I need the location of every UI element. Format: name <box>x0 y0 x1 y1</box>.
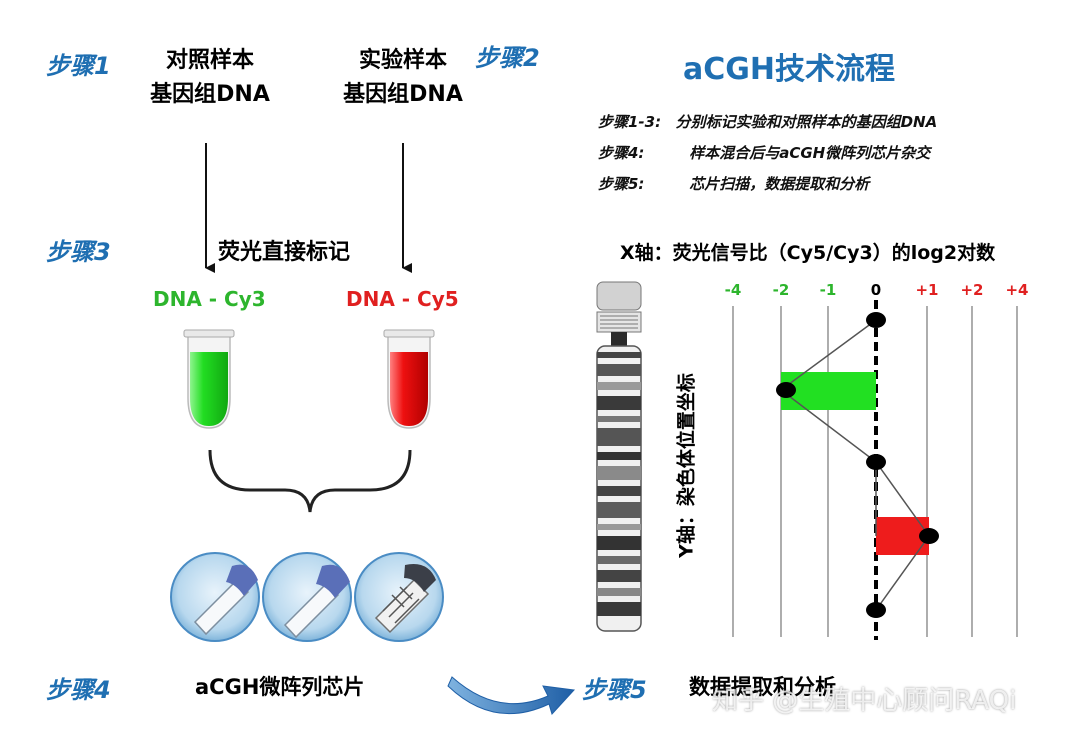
step2-label: 步骤2 <box>475 44 540 72</box>
step-desc-item: 步骤4: 样本混合后与aCGH微阵列芯片杂交 <box>598 142 937 173</box>
extract-label: 数据提取和分析 <box>689 675 836 699</box>
data-point <box>866 602 886 618</box>
merge-brace <box>208 449 412 513</box>
step5-label: 步骤5 <box>582 676 647 704</box>
chip-photo-3 <box>354 552 444 642</box>
x-axis-title: X轴：荧光信号比（Cy5/Cy3）的log2对数 <box>620 242 996 264</box>
step3-label: 步骤3 <box>46 238 111 266</box>
control-sample-line2: 基因组DNA <box>150 82 270 107</box>
tick-label: +4 <box>1005 281 1029 299</box>
tick-label: -1 <box>819 281 837 299</box>
watermark: 知乎 @生殖中心顾问RAQi <box>712 686 1017 716</box>
exp-sample-line1: 实验样本 <box>358 48 447 73</box>
tick-label: 0 <box>870 281 882 299</box>
tick-label: +1 <box>915 281 939 299</box>
step-desc-item: 步骤1-3: 分别标记实验和对照样本的基因组DNA <box>598 111 937 142</box>
flow-arrow <box>447 676 576 715</box>
fluorescent-label: 荧光直接标记 <box>218 240 351 265</box>
cy3-test-tube <box>183 329 235 429</box>
tick-label: -2 <box>772 281 790 299</box>
data-point <box>866 312 886 328</box>
data-point <box>776 382 796 398</box>
tick-label: +2 <box>960 281 984 299</box>
chip-photo-1 <box>170 552 260 642</box>
grid-lines <box>732 306 1018 637</box>
step-desc-text: 分别标记实验和对照样本的基因组DNA <box>675 113 938 131</box>
page-title: aCGH技术流程 <box>683 52 895 87</box>
data-point <box>866 454 886 470</box>
step4-label: 步骤4 <box>46 676 111 704</box>
step-desc-key: 步骤1-3: <box>598 113 662 131</box>
y-axis-title: Y轴：染色体位置坐标 <box>675 373 698 558</box>
tick-label: -4 <box>724 281 742 299</box>
chip-photo-2 <box>262 552 352 642</box>
step-desc-item: 步骤5: 芯片扫描，数据提取和分析 <box>598 173 937 204</box>
chromosome-ideogram <box>596 281 642 632</box>
step-desc-key: 步骤4: <box>598 144 645 162</box>
control-sample-line1: 对照样本 <box>165 48 254 73</box>
data-point <box>919 528 939 544</box>
cy5-test-tube <box>383 329 435 429</box>
exp-sample-label: 实验样本 基因组DNA <box>323 42 483 108</box>
step-desc-key: 步骤5: <box>598 175 645 193</box>
exp-sample-line2: 基因组DNA <box>343 82 463 107</box>
dna-cy5-label: DNA - Cy5 <box>346 287 459 311</box>
step-desc-text: 芯片扫描，数据提取和分析 <box>689 175 870 193</box>
step-desc-text: 样本混合后与aCGH微阵列芯片杂交 <box>689 144 931 162</box>
profile-line <box>779 319 930 611</box>
step1-label: 步骤1 <box>46 52 111 80</box>
control-sample-label: 对照样本 基因组DNA <box>130 42 290 108</box>
dna-cy3-label: DNA - Cy3 <box>153 287 266 311</box>
array-label: aCGH微阵列芯片 <box>195 675 365 699</box>
step-desc-list: 步骤1-3: 分别标记实验和对照样本的基因组DNA 步骤4: 样本混合后与aCG… <box>598 111 937 204</box>
